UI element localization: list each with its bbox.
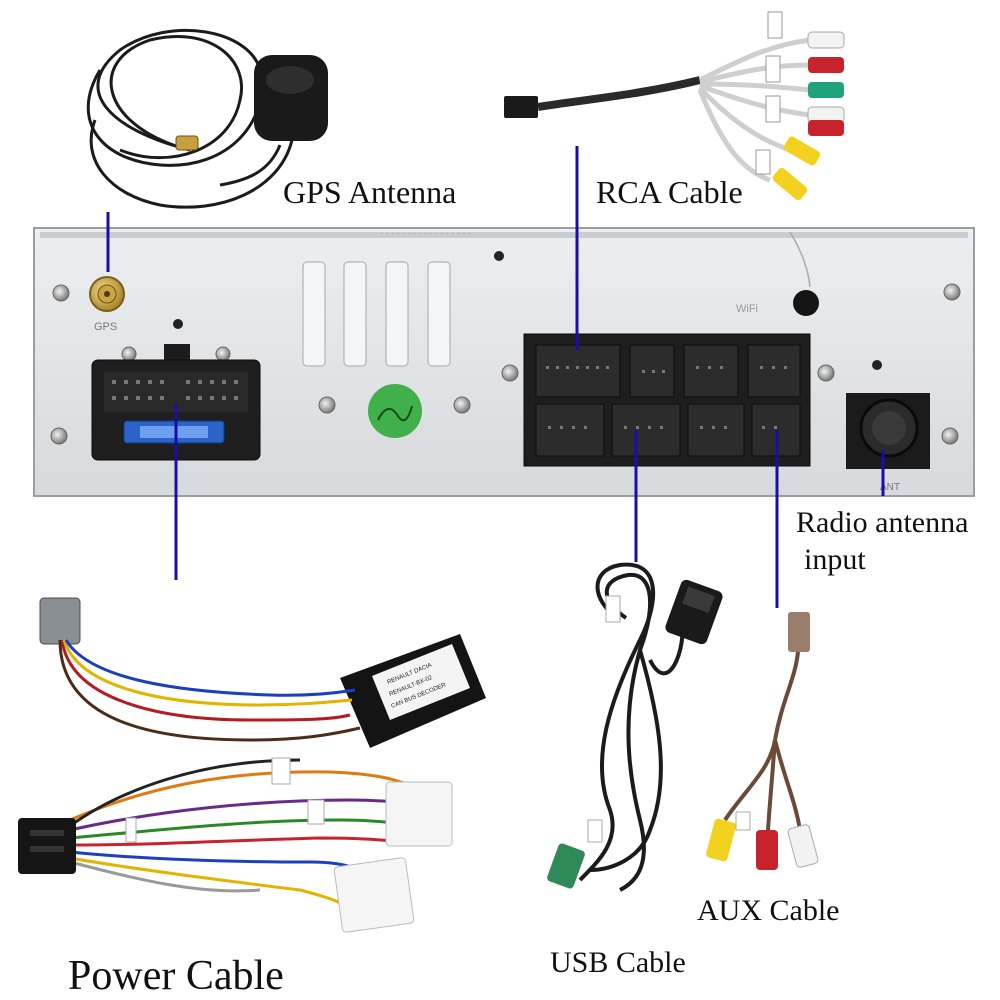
aux-plug-icon (788, 612, 810, 652)
rca-plug-red-icon (808, 120, 844, 136)
aux-plug-yellow-icon (706, 818, 736, 862)
rca-cable (504, 11, 845, 201)
usb-plug-icon (665, 579, 723, 645)
vent-slots (302, 261, 451, 367)
gps-port: GPS (89, 276, 125, 333)
antenna-port-marking: ANT (880, 482, 900, 493)
screw-icon (501, 364, 519, 382)
wifi-port-marking: WiFi (736, 303, 758, 315)
aux-plug-red-icon (756, 830, 778, 870)
multi-connector-block (523, 333, 811, 467)
radio-antenna-label-line2: input (804, 543, 866, 576)
gps-antenna (86, 28, 328, 209)
white-connector-icon (333, 857, 415, 933)
wifi-port: WiFi (736, 231, 819, 316)
usb-cable (547, 562, 723, 892)
rca-plugs (772, 31, 845, 201)
screw-icon (215, 346, 231, 362)
rca-plug-yellow-icon (772, 167, 808, 201)
power-cable-label: Power Cable (68, 953, 284, 999)
rca-plug-yellow-icon (783, 136, 821, 166)
gps-antenna-label: GPS Antenna (283, 174, 457, 210)
rca-plug-white-icon (807, 31, 845, 49)
white-connector-icon (385, 781, 453, 847)
radio-antenna-socket: ANT (846, 393, 930, 493)
power-connector-port (91, 344, 261, 461)
screw-icon (52, 284, 70, 302)
screw-icon (817, 364, 835, 382)
gps-port-marking: GPS (94, 321, 117, 333)
radio-antenna-label: Radio antenna (796, 506, 969, 539)
screw-icon (121, 346, 137, 362)
power-cable: CAN BUS DECODER RENAULT-BX-02 RENAULT DA… (18, 597, 486, 933)
screw-icon (50, 427, 68, 445)
rca-plug-green-icon (808, 82, 844, 98)
aux-plug-white-icon (787, 824, 819, 868)
usb-cable-label: USB Cable (550, 946, 686, 979)
aux-cable-label: AUX Cable (697, 894, 840, 927)
aux-cable (706, 612, 819, 870)
usb-green-plug-icon (547, 843, 585, 889)
screw-icon (943, 283, 961, 301)
rca-cable-label: RCA Cable (596, 174, 743, 210)
panel-top-print: · · · · · · · · · · · · · · · · · (380, 228, 471, 238)
pointer-lines (106, 146, 885, 608)
grey-connector-icon (39, 597, 81, 645)
sma-plug-icon (175, 135, 199, 151)
screw-icon (453, 396, 471, 414)
rca-plug-red-icon (808, 57, 844, 73)
screw-icon (941, 427, 959, 445)
screw-icon (318, 396, 336, 414)
qc-sticker (368, 384, 422, 438)
canbus-decoder-box: CAN BUS DECODER RENAULT-BX-02 RENAULT DA… (340, 634, 486, 748)
